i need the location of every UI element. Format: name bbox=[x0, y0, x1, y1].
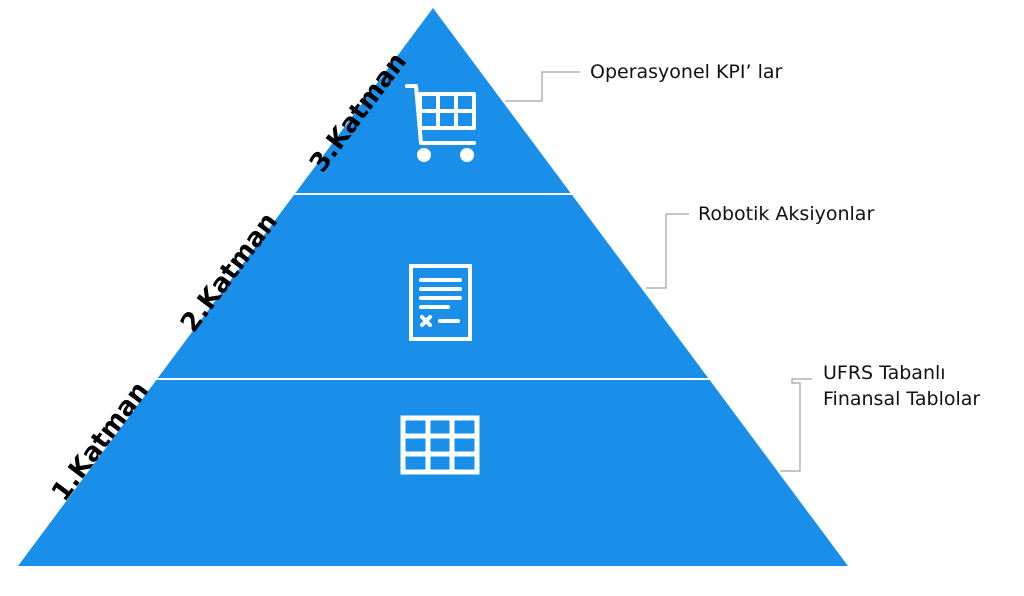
callout-bottom-line2: Finansal Tablolar bbox=[823, 388, 981, 410]
document-icon bbox=[409, 264, 472, 341]
callout-middle-line1: Robotik Aksiyonlar bbox=[698, 203, 875, 225]
callout-robotic-actions: Robotik Aksiyonlar bbox=[698, 201, 874, 227]
connector-middle bbox=[646, 213, 689, 289]
table-grid-icon bbox=[400, 415, 480, 475]
callout-operational-kpis: Operasyonel KPI’ lar bbox=[590, 59, 782, 85]
connector-bottom bbox=[780, 378, 812, 472]
callout-top-line1: Operasyonel KPI’ lar bbox=[590, 61, 783, 83]
callout-bottom-line1: UFRS Tabanlı bbox=[823, 362, 946, 384]
callout-ifrs-statements: UFRS Tabanlı Finansal Tablolar bbox=[823, 360, 980, 412]
connector-top bbox=[505, 71, 580, 102]
shopping-cart-icon bbox=[405, 84, 476, 162]
